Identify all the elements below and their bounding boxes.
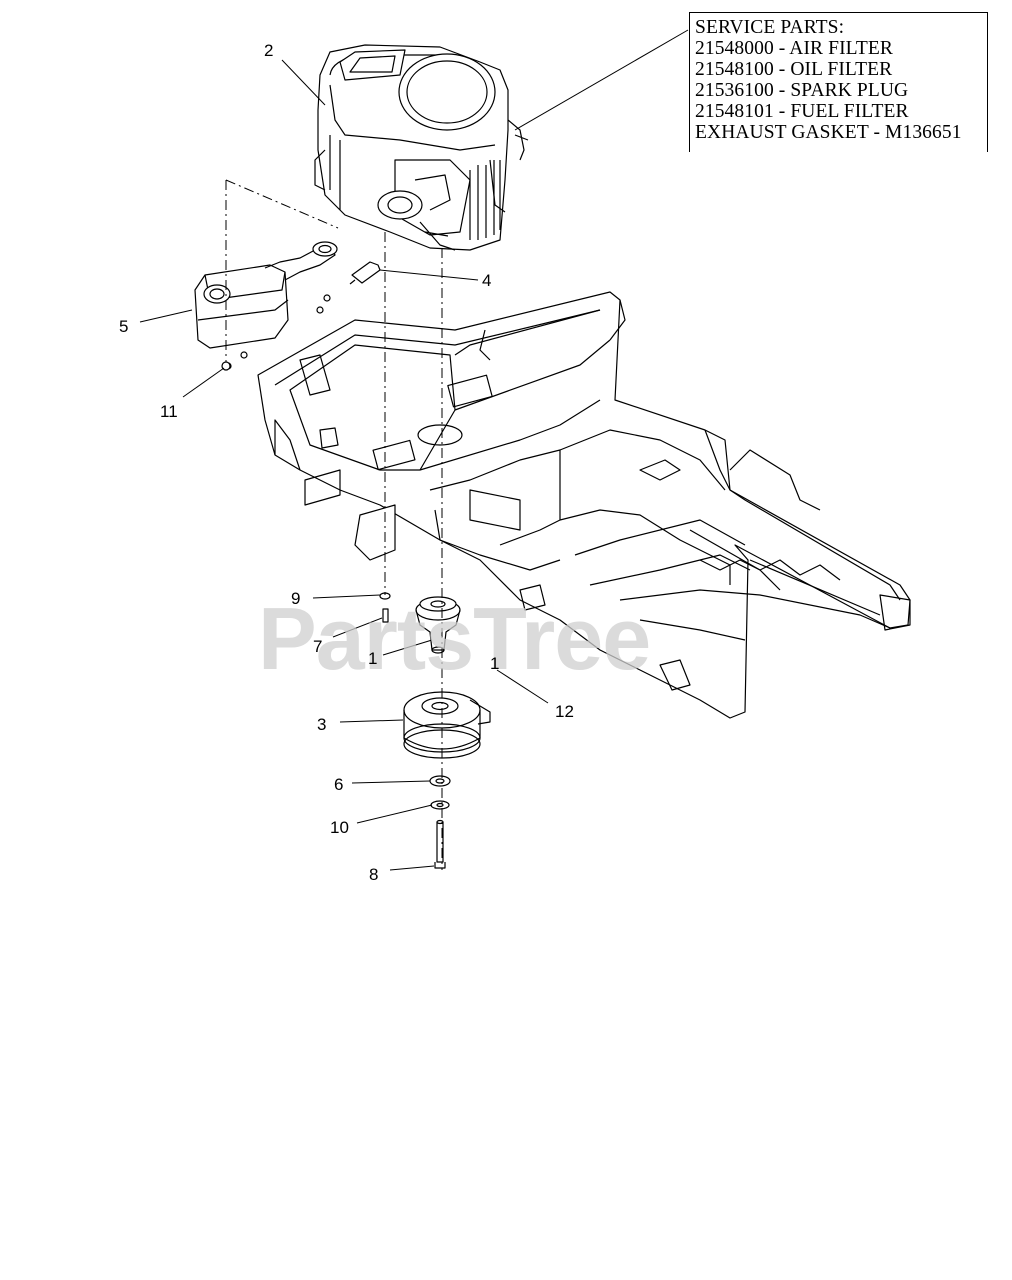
callout-7: 7 [313, 637, 323, 656]
service-part-air-filter: 21548000 - AIR FILTER [695, 38, 894, 59]
service-part-fuel-filter: 21548101 - FUEL FILTER [695, 101, 909, 122]
spark-plug-part [349, 261, 381, 285]
callout-5: 5 [119, 317, 129, 336]
watermark: PartsTree [258, 589, 651, 688]
callout-9: 9 [291, 589, 301, 608]
callout-3: 3 [317, 715, 327, 734]
service-parts-box: SERVICE PARTS: 21548000 - AIR FILTER 215… [689, 12, 988, 152]
service-part-spark-plug: 21536100 - SPARK PLUG [695, 80, 909, 101]
callout-4: 4 [482, 271, 492, 290]
pulley-part [415, 596, 461, 654]
callout-11: 11 [160, 402, 178, 421]
bolt-part [434, 819, 446, 869]
service-part-exhaust-gasket: EXHAUST GASKET - M136651 [695, 122, 962, 143]
service-part-oil-filter: 21548100 - OIL FILTER [695, 59, 893, 80]
muffler-part [194, 241, 338, 349]
engine-part [314, 44, 529, 251]
leader-lines [139, 29, 689, 871]
washer-parts [429, 775, 451, 810]
callout-1: 1 [368, 649, 378, 668]
alignment-lines [225, 179, 443, 870]
callout-6: 6 [334, 775, 344, 794]
clutch-part [403, 691, 491, 759]
callout-2: 2 [264, 41, 274, 60]
callout-1-frame: 1 [490, 654, 500, 673]
callout-8: 8 [369, 865, 379, 884]
service-parts-heading: SERVICE PARTS: [695, 17, 845, 38]
callout-10: 10 [330, 818, 349, 837]
callout-12: 12 [555, 702, 574, 721]
